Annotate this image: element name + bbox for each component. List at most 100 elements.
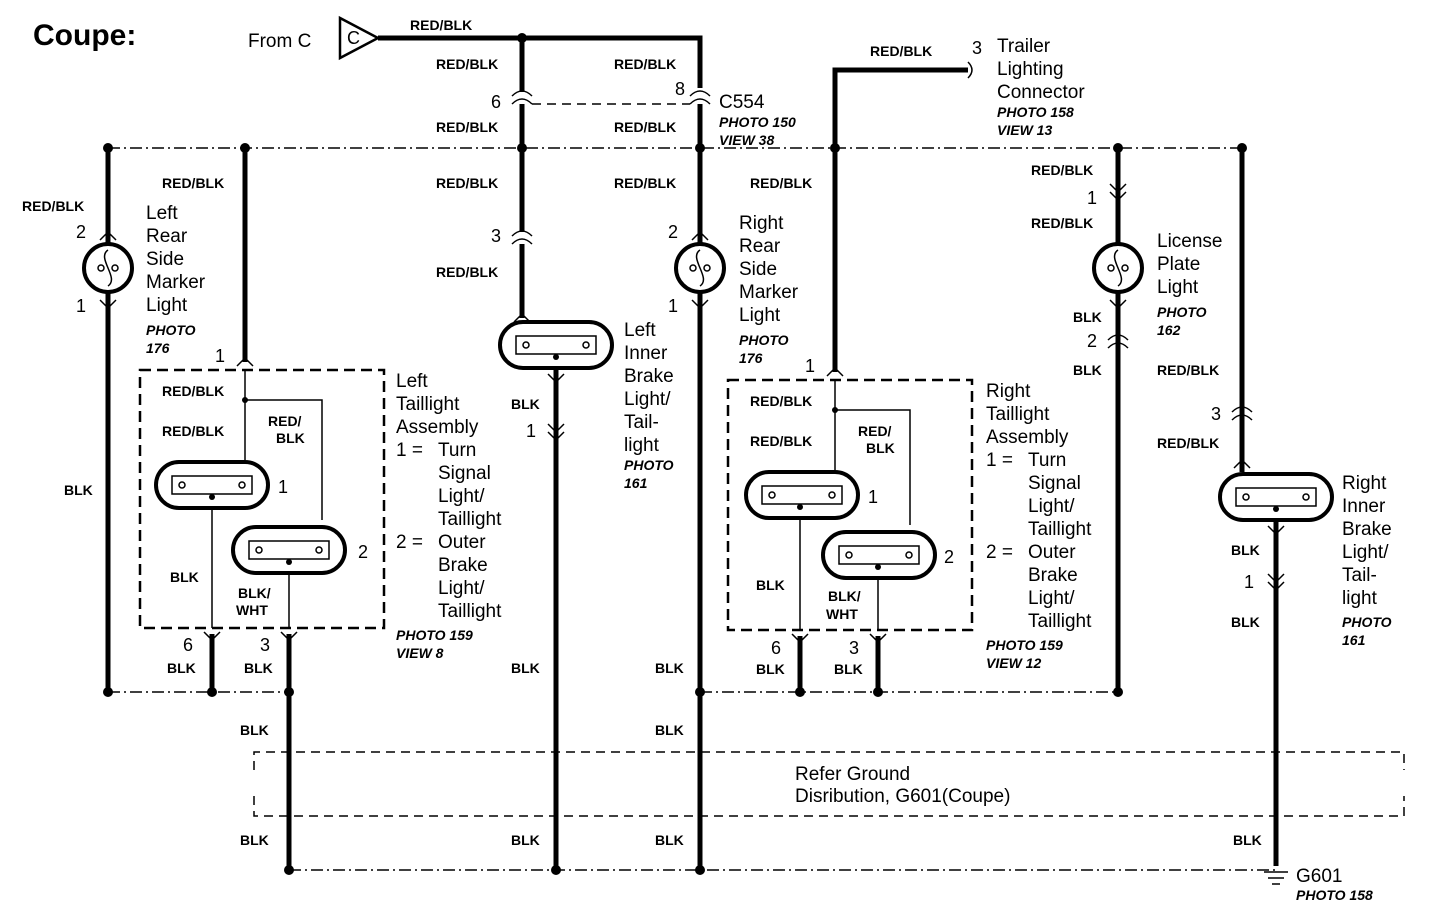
wire-label: RED/BLK <box>22 198 84 214</box>
trailer-label: Trailer <box>997 36 1051 57</box>
component-label: Taillight <box>396 394 460 415</box>
component-label: Tail- <box>624 412 659 433</box>
view-ref: VIEW 12 <box>986 655 1041 671</box>
component-label: Marker <box>146 272 206 293</box>
wire-label: RED/BLK <box>1157 435 1219 451</box>
wire-label: BLK <box>655 722 684 738</box>
component-label: Outer <box>438 532 486 553</box>
wire-label: BLK <box>866 440 895 456</box>
wire-label: RED/BLK <box>162 423 224 439</box>
view-ref: VIEW 38 <box>719 132 774 148</box>
wire-label: WHT <box>826 606 858 622</box>
component-label: Brake <box>624 366 674 387</box>
component-label: Right <box>986 381 1031 402</box>
component-label: Brake <box>1342 519 1392 540</box>
wire-label: BLK <box>655 832 684 848</box>
photo-ref: 176 <box>146 340 170 356</box>
wire-label: BLK <box>170 569 199 585</box>
pin-number: 2 <box>358 542 368 562</box>
wire-label: BLK <box>511 396 540 412</box>
pin-number: 2 <box>944 547 954 567</box>
ground-label: G601 <box>1296 866 1342 887</box>
component-label: Light/ <box>438 578 485 599</box>
photo-ref: 176 <box>739 350 763 366</box>
component-label: Signal <box>438 463 491 484</box>
component-label: light <box>1342 588 1378 609</box>
wire-label: BLK <box>511 660 540 676</box>
right-turn-signal-lamp-icon <box>744 470 860 520</box>
component-label: 2 = <box>396 532 423 553</box>
pin-number: 6 <box>771 638 781 658</box>
wire-label: RED/BLK <box>870 43 932 59</box>
pin-number: 6 <box>183 635 193 655</box>
ground-note-line2: Disribution, G601(Coupe) <box>795 786 1010 807</box>
wire-label: RED/BLK <box>410 17 472 33</box>
wire-label: RED/BLK <box>614 119 676 135</box>
trailer-label: Connector <box>997 82 1085 103</box>
component-label: Taillight <box>438 601 502 622</box>
wire-label: RED/ <box>268 413 302 429</box>
component-label: Taillight <box>986 404 1050 425</box>
photo-ref: PHOTO 158 <box>997 104 1074 120</box>
component-label: Marker <box>739 282 799 303</box>
wire-label: RED/BLK <box>436 119 498 135</box>
component-label: License <box>1157 231 1223 252</box>
wire-label: RED/BLK <box>436 175 498 191</box>
wire-label: RED/BLK <box>750 393 812 409</box>
ground-note-line1: Refer Ground <box>795 764 910 785</box>
component-label: light <box>624 435 660 456</box>
photo-ref: PHOTO <box>1342 614 1392 630</box>
wire-label: RED/BLK <box>436 56 498 72</box>
component-label: Assembly <box>986 427 1069 448</box>
wire-label: RED/BLK <box>750 433 812 449</box>
pin-number: 1 <box>76 296 86 316</box>
component-label: Side <box>146 249 184 270</box>
component-label: Light/ <box>438 486 485 507</box>
pin-number: 3 <box>491 226 501 246</box>
wire-label: BLK <box>511 832 540 848</box>
pin-number: 1 <box>526 421 536 441</box>
pin-number: 2 <box>668 222 678 242</box>
component-label: Light/ <box>1028 588 1075 609</box>
right-inner-brake-lamp-icon <box>1218 472 1334 522</box>
wire-label: BLK <box>655 660 684 676</box>
component-label: Light <box>1157 277 1199 298</box>
wire-label: BLK/ <box>238 585 271 601</box>
wire-label: BLK/ <box>828 588 861 604</box>
wire-label: BLK <box>64 482 93 498</box>
component-label: Tail- <box>1342 565 1377 586</box>
component-label: Light/ <box>1028 496 1075 517</box>
component-label: Inner <box>624 343 668 364</box>
svg-text:C: C <box>347 28 360 48</box>
pin-number: 1 <box>215 346 225 366</box>
wire-label: BLK <box>756 661 785 677</box>
component-label: Left <box>396 371 428 392</box>
wire-label: BLK <box>240 722 269 738</box>
view-ref: VIEW 13 <box>997 122 1052 138</box>
component-label: Brake <box>438 555 488 576</box>
component-label: 1 = <box>396 440 423 461</box>
component-label: Inner <box>1342 496 1386 517</box>
from-c-connector-icon: C <box>338 15 381 61</box>
component-label: Signal <box>1028 473 1081 494</box>
component-label: Assembly <box>396 417 479 438</box>
photo-ref: 161 <box>1342 632 1366 648</box>
photo-ref: 161 <box>624 475 648 491</box>
wire-label: RED/BLK <box>162 383 224 399</box>
wire-label: BLK <box>834 661 863 677</box>
component-label: Side <box>739 259 777 280</box>
pin-number: 2 <box>76 222 86 242</box>
wire-label: BLK <box>1073 309 1102 325</box>
photo-ref: PHOTO 150 <box>719 114 796 130</box>
photo-ref: PHOTO 159 <box>986 637 1063 653</box>
pin-number: 8 <box>675 79 685 99</box>
component-label: Rear <box>146 226 188 247</box>
pin-number: 3 <box>849 638 859 658</box>
component-label: Left <box>624 320 656 341</box>
component-label: Taillight <box>438 509 502 530</box>
wire-label: BLK <box>1231 614 1260 630</box>
left-outer-brake-lamp-icon <box>231 525 347 575</box>
photo-ref: PHOTO <box>146 322 196 338</box>
component-label: Light <box>739 305 781 326</box>
ground-distribution-box <box>253 751 1405 817</box>
